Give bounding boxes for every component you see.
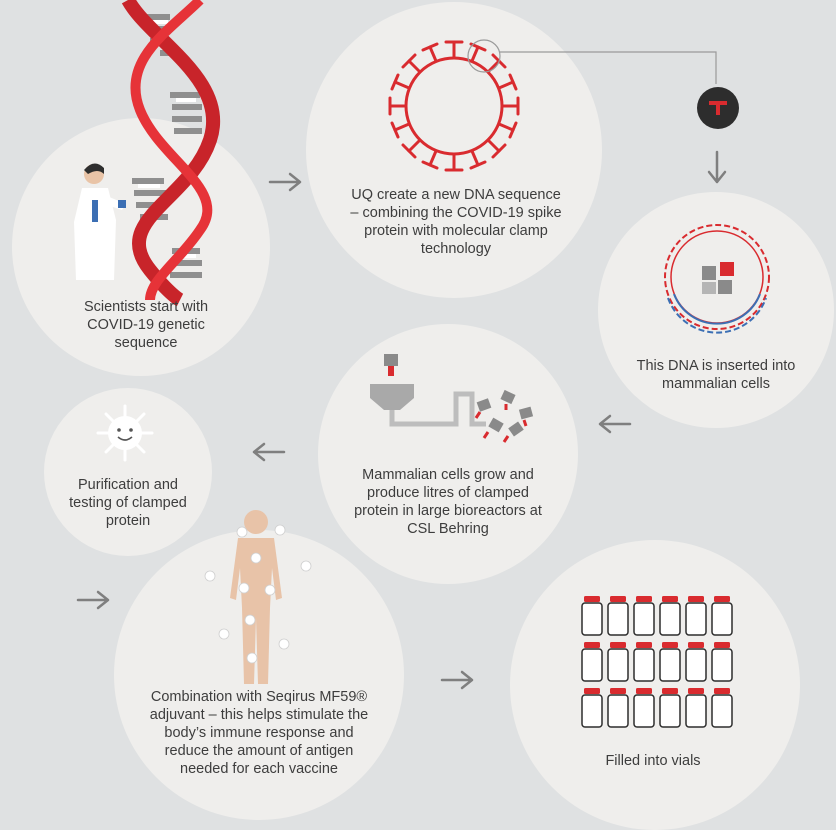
vial-icon xyxy=(634,642,654,681)
scientist-icon xyxy=(68,160,138,285)
vial-icon xyxy=(660,642,680,681)
vial-icon xyxy=(634,596,654,635)
vial-icon xyxy=(660,596,680,635)
clamp-icon xyxy=(696,86,740,130)
step-caption-genetic: Scientists start with COVID-19 genetic s… xyxy=(58,298,234,352)
arrow-left-icon xyxy=(596,414,632,434)
vial-icon xyxy=(686,596,706,635)
arrow-right-icon xyxy=(76,590,112,610)
smiling-virus-icon xyxy=(92,400,158,466)
human-body-icon xyxy=(196,508,316,686)
arrow-right-icon xyxy=(440,670,476,690)
vial-icon xyxy=(712,642,732,681)
vial-icon xyxy=(686,688,706,727)
connector-line xyxy=(496,48,726,88)
vial-icon xyxy=(712,688,732,727)
step-caption-purify: Purification and testing of clamped prot… xyxy=(56,476,200,530)
vial-icon xyxy=(582,688,602,727)
vial-icon xyxy=(582,642,602,681)
vial-icon xyxy=(582,596,602,635)
bioreactor-icon xyxy=(366,350,550,448)
vial-icon xyxy=(608,642,628,681)
vial-icon xyxy=(608,596,628,635)
vial-icon xyxy=(634,688,654,727)
vial-icon xyxy=(686,642,706,681)
step-caption-vials: Filled into vials xyxy=(578,752,728,770)
arrow-left-icon xyxy=(250,442,286,462)
arrow-down-icon xyxy=(705,150,729,186)
step-caption-dna-sequence: UQ create a new DNA sequence – combining… xyxy=(350,186,562,258)
arrow-right-icon xyxy=(268,172,304,192)
vial-icon xyxy=(660,688,680,727)
step-caption-grow: Mammalian cells grow and produce litres … xyxy=(352,466,544,538)
vial-icon xyxy=(712,596,732,635)
vial-grid xyxy=(578,592,738,728)
step-caption-inserted: This DNA is inserted into mammalian cell… xyxy=(616,357,816,393)
dna-ring-icon xyxy=(654,214,780,340)
vial-icon xyxy=(608,688,628,727)
step-caption-adjuvant: Combination with Seqirus MF59® adjuvant … xyxy=(146,688,372,778)
